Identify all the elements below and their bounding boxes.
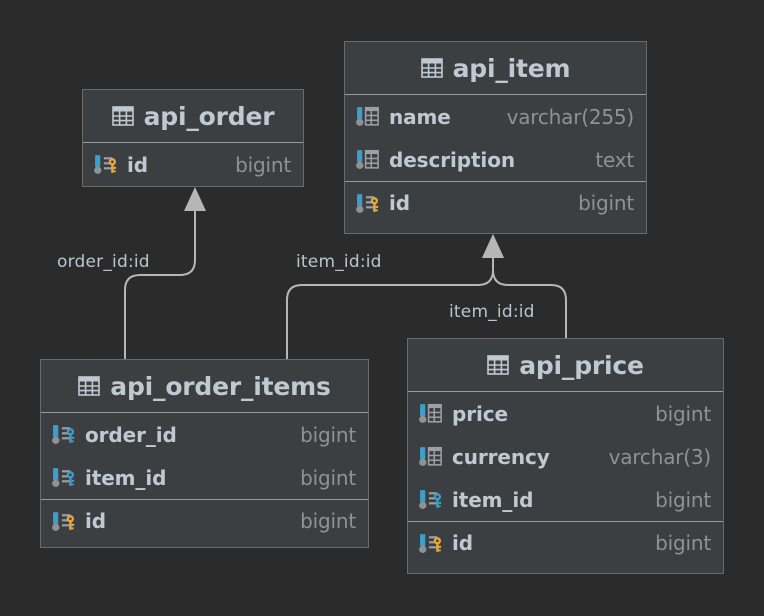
- primary-key-icon: [356, 193, 379, 213]
- table-columns-api_item: name varchar(255) description text id bigin…: [345, 95, 646, 224]
- relationship-line: [124, 208, 196, 359]
- column-row[interactable]: price bigint: [408, 392, 723, 435]
- column-name: name: [389, 104, 451, 129]
- table-header-api_order[interactable]: api_order: [83, 90, 303, 143]
- relationship-arrowhead: [482, 234, 504, 258]
- column-row[interactable]: item_id bigint: [408, 478, 723, 521]
- column-row[interactable]: id bigint: [83, 143, 303, 186]
- table-icon: [78, 376, 101, 396]
- primary-key-icon: [419, 533, 442, 553]
- table-title: api_order: [143, 101, 275, 131]
- column-icon: [356, 149, 379, 169]
- table-title: api_price: [519, 350, 644, 380]
- column-type: bigint: [655, 401, 711, 426]
- relationship-price-to-item: [482, 234, 567, 338]
- column-type: text: [595, 147, 634, 172]
- relationship-label: item_id:id: [449, 302, 535, 322]
- column-name: id: [389, 191, 410, 215]
- foreign-key-icon: [52, 425, 75, 444]
- foreign-key-icon: [52, 468, 75, 487]
- table-header-api_order_items[interactable]: api_order_items: [41, 360, 368, 413]
- column-type: varchar(255): [506, 104, 635, 129]
- column-name: id: [452, 531, 473, 555]
- column-name: description: [389, 147, 515, 172]
- column-type: bigint: [300, 465, 356, 490]
- column-name: currency: [452, 444, 550, 469]
- column-row[interactable]: id bigint: [408, 521, 723, 564]
- column-name: item_id: [452, 487, 534, 512]
- table-node-api_item[interactable]: api_item name varchar(255) description tex…: [344, 41, 647, 234]
- relationship-label: order_id:id: [57, 252, 150, 272]
- column-row[interactable]: item_id bigint: [41, 456, 368, 499]
- table-header-api_item[interactable]: api_item: [345, 42, 646, 95]
- relationship-arrowhead: [482, 234, 504, 258]
- column-type: bigint: [578, 191, 634, 215]
- column-name: order_id: [85, 422, 177, 447]
- relationship-line: [492, 256, 567, 338]
- primary-key-icon: [52, 511, 75, 531]
- column-row[interactable]: id bigint: [41, 499, 368, 542]
- column-name: price: [452, 401, 508, 426]
- primary-key-icon: [94, 155, 117, 174]
- column-row[interactable]: name varchar(255): [345, 95, 646, 138]
- table-title: api_item: [452, 53, 571, 83]
- table-icon: [420, 58, 443, 78]
- table-node-api_price[interactable]: api_price price bigint currency varchar(3): [407, 338, 724, 574]
- column-icon: [419, 446, 442, 466]
- column-type: bigint: [655, 487, 711, 512]
- table-icon: [487, 355, 509, 375]
- table-node-api_order[interactable]: api_order id bigint: [82, 89, 304, 187]
- foreign-key-icon: [419, 490, 442, 509]
- table-columns-api_order: id bigint: [83, 143, 303, 186]
- column-icon: [419, 403, 442, 423]
- relationship-arrowhead: [184, 187, 206, 211]
- column-row[interactable]: id bigint: [345, 181, 646, 224]
- column-type: bigint: [655, 531, 711, 555]
- table-header-api_price[interactable]: api_price: [408, 339, 723, 392]
- relationship-order-items-to-order: [124, 187, 206, 359]
- column-type: bigint: [235, 152, 291, 177]
- column-row[interactable]: currency varchar(3): [408, 435, 723, 478]
- column-type: varchar(3): [608, 444, 712, 469]
- relationship-label: item_id:id: [296, 252, 382, 272]
- column-icon: [356, 106, 379, 126]
- column-name: id: [85, 509, 106, 533]
- column-type: bigint: [300, 422, 356, 447]
- table-icon: [111, 106, 134, 126]
- column-name: id: [127, 152, 148, 177]
- column-row[interactable]: description text: [345, 138, 646, 181]
- table-title: api_order_items: [110, 371, 331, 401]
- column-type: bigint: [300, 509, 356, 533]
- column-name: item_id: [85, 465, 167, 490]
- column-row[interactable]: order_id bigint: [41, 413, 368, 456]
